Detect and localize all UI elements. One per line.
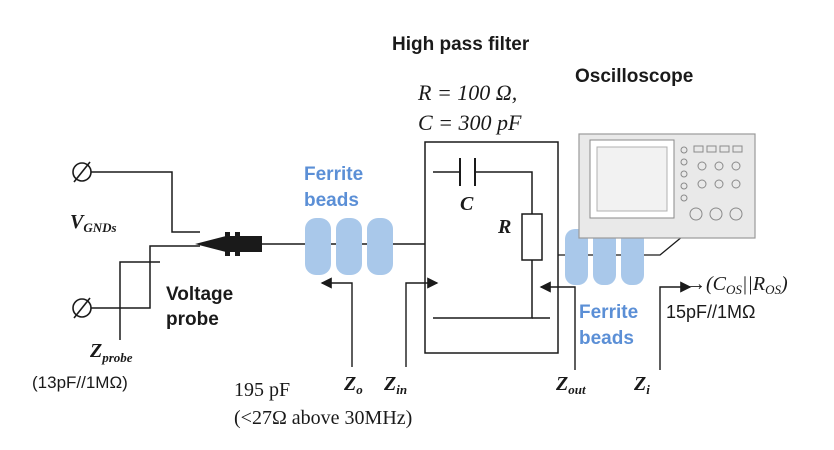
terminal-slash	[73, 297, 91, 319]
bead-capacitance: 195 pF	[234, 379, 290, 401]
terminal-bottom	[72, 297, 92, 319]
voltage-probe-label-line1: Voltage	[166, 284, 233, 305]
impedance-arrows	[320, 277, 692, 370]
ferrite-beads-left	[305, 218, 393, 275]
oscilloscope-icon	[578, 133, 756, 239]
voltage-probe	[195, 232, 425, 256]
terminal-slash	[73, 161, 91, 183]
bead-impedance-note: (<27Ω above 30MHz)	[234, 407, 412, 429]
filter-r-value: R = 100 Ω,	[417, 80, 517, 105]
high-pass-filter-title: High pass filter	[392, 34, 530, 55]
scope-input-value: 15pF//1MΩ	[666, 302, 756, 322]
zprobe-value: (13pF//1MΩ)	[32, 373, 128, 392]
oscilloscope-title: Oscilloscope	[575, 66, 693, 87]
filter-c-value: C = 300 pF	[418, 110, 522, 135]
ferrite-right-label-1: Ferrite	[579, 302, 638, 323]
ferrite-left-label-1: Ferrite	[304, 164, 363, 185]
zout-label: Zout	[555, 373, 586, 397]
ferrite-beads-right	[565, 229, 644, 285]
capacitor-label: C	[460, 193, 474, 215]
scope-input-expression: →(COS||ROS)	[686, 273, 788, 297]
zin-label: Zin	[383, 373, 407, 397]
terminal-top	[72, 161, 92, 183]
vgnds-label: VGNDs	[70, 211, 117, 235]
zprobe-label: Zprobe	[89, 340, 133, 365]
high-pass-filter-box	[424, 141, 559, 354]
voltage-probe-label-line2: probe	[166, 309, 219, 330]
ferrite-right-label-2: beads	[579, 328, 634, 349]
input-wiring	[91, 171, 200, 340]
zi-label: Zi	[633, 373, 650, 397]
zo-label: Zo	[343, 373, 363, 397]
resistor-label: R	[497, 216, 511, 238]
ferrite-left-label-2: beads	[304, 190, 359, 211]
